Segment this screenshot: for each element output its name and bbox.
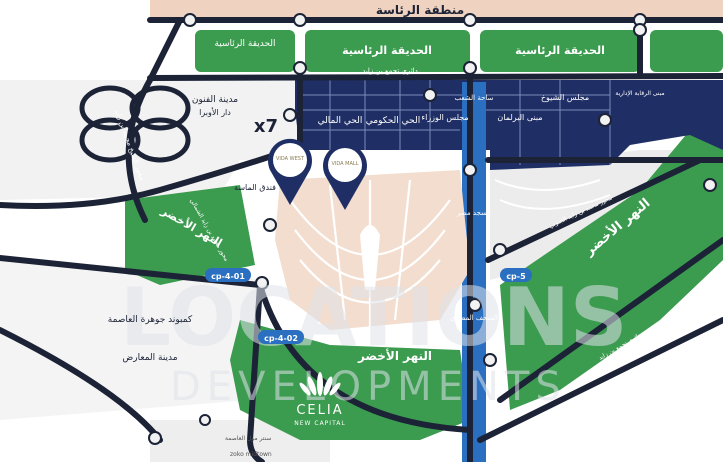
label-park-small: الحديقة الرئاسية <box>214 39 275 49</box>
government-district <box>295 80 723 170</box>
label-opera: دار الأوبرا <box>199 107 231 117</box>
celia-subtitle: NEW CAPITAL <box>294 420 345 427</box>
label-government: الحي الحكومي <box>366 116 420 126</box>
label-bottom-1: سنتر مول العاصمة <box>225 435 271 442</box>
label-bottom-2: zoko midtown <box>230 451 272 458</box>
svg-text:cp-5: cp-5 <box>506 272 526 281</box>
badge-cp5: cp-5 <box>500 268 532 282</box>
pin-vida-west[interactable]: VIDA WEST <box>268 138 312 205</box>
watermark-locations: LOCATIONS <box>120 271 627 364</box>
fan-center-plaza <box>360 225 380 290</box>
pin-vida-mall-label: VIDA MALL <box>332 161 359 167</box>
label-park-1: الحديقة الرئاسية <box>342 44 432 57</box>
label-compound: كمبوند جوهرة العاصمة <box>108 315 193 325</box>
interchange <box>79 85 191 163</box>
park-presidential-3 <box>650 30 723 72</box>
label-egypt-mosque: مسجد مصر <box>456 209 491 217</box>
presidential-zone-area <box>150 0 723 20</box>
government-grid <box>300 80 611 165</box>
block-southwest <box>0 260 260 420</box>
label-x7: x7 <box>254 116 278 137</box>
svg-text:cp-4-01: cp-4-01 <box>211 272 245 281</box>
badge-cp401: cp-4-01 <box>205 268 251 282</box>
park-green-river-west <box>125 185 255 285</box>
label-presidential-zone: منطقة الرئاسة <box>376 3 464 17</box>
label-parliament: مبنى البرلمان <box>497 113 542 122</box>
park-presidential-small <box>195 30 295 72</box>
watermark-developments: DEVELOPMENTS <box>170 364 567 410</box>
pin-vida-mall[interactable]: VIDA MALL <box>323 143 367 210</box>
celia-logo: CELIA NEW CAPITAL <box>294 372 345 427</box>
label-park-2: الحديقة الرئاسية <box>515 44 605 57</box>
badge-cp402: cp-4-02 <box>258 330 304 344</box>
label-green-river-south: النهر الأخضر <box>357 348 432 363</box>
park-presidential-2 <box>480 30 640 72</box>
label-diamond-hotel: فندق الماسة <box>234 183 276 192</box>
label-arts-city: مدينة الفنون <box>192 95 238 105</box>
label-control-authority: مبنى الرقابة الإدارية <box>615 90 664 97</box>
label-people-square: ساحة الشعب <box>455 94 494 102</box>
park-green-river-east <box>500 130 723 410</box>
label-exhibitions: مدينة المعارض <box>122 353 177 363</box>
park-presidential-1 <box>305 30 470 72</box>
east-grid <box>494 179 611 210</box>
label-finance: الحي المالي <box>318 116 363 126</box>
svg-text:cp-4-02: cp-4-02 <box>264 334 298 343</box>
label-ring-road: دائري تجمع بن زايد <box>362 67 418 75</box>
label-senate: مجلس الشيوخ <box>541 93 589 102</box>
celia-title: CELIA <box>296 403 343 418</box>
junction-dots <box>148 13 717 445</box>
pin-vida-west-label: VIDA WEST <box>276 156 305 162</box>
label-ministers: مجلس الوزراء <box>421 113 468 122</box>
label-egyptian-museum: المتحف المصري <box>450 314 498 322</box>
celia-icon <box>299 372 341 396</box>
